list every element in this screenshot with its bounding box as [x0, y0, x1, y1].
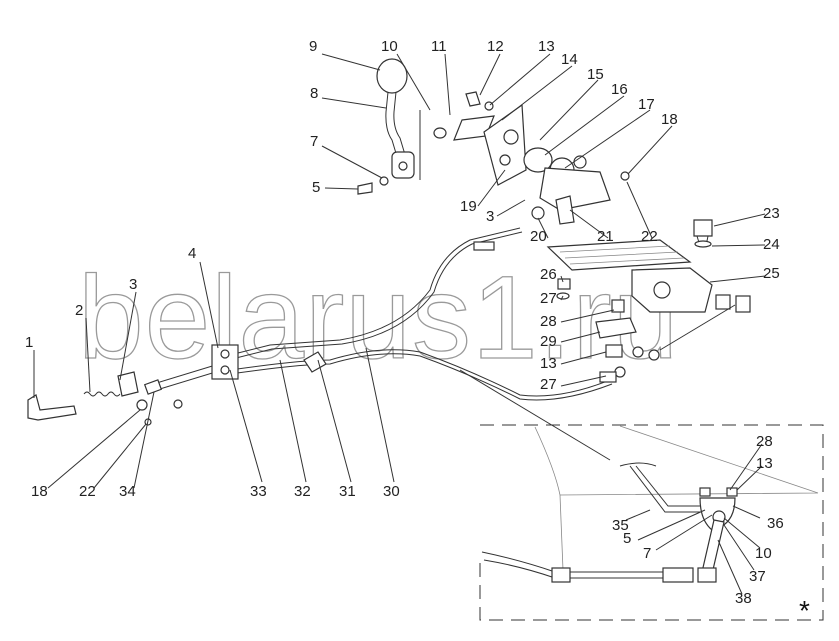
inset-callout-labels: 28 13 35 36 5 7 10 37 38 *	[612, 433, 810, 626]
callout-19: 19	[460, 198, 477, 215]
inset-callout-10: 10	[755, 545, 772, 562]
inset-marker: *	[799, 595, 810, 626]
pedal-bracket	[453, 91, 630, 225]
inset-callout-38: 38	[735, 590, 752, 607]
callout-22: 22	[641, 228, 658, 245]
callout-22b: 22	[79, 483, 96, 500]
callout-23: 23	[763, 205, 780, 222]
callout-13b: 13	[540, 355, 557, 372]
callout-8: 8	[310, 85, 318, 102]
cables	[149, 227, 617, 461]
callout-17: 17	[638, 96, 655, 113]
callout-15: 15	[587, 66, 604, 83]
callout-24: 24	[763, 236, 780, 253]
callout-7: 7	[310, 133, 318, 150]
callout-29: 29	[540, 333, 557, 350]
callout-3b: 3	[129, 276, 137, 293]
callout-27b: 27	[540, 376, 557, 393]
callout-3: 3	[486, 208, 494, 225]
callout-9: 9	[309, 38, 317, 55]
inset-callout-7: 7	[643, 545, 651, 562]
callout-32: 32	[294, 483, 311, 500]
callout-10: 10	[381, 38, 398, 55]
callout-30: 30	[383, 483, 400, 500]
callout-2: 2	[75, 302, 83, 319]
inset-callout-13: 13	[756, 455, 773, 472]
callout-11: 11	[431, 38, 447, 55]
callout-18: 18	[661, 111, 678, 128]
callout-34: 34	[119, 483, 136, 500]
callout-25: 25	[763, 265, 780, 282]
callout-27: 27	[540, 290, 557, 307]
callout-18b: 18	[31, 483, 48, 500]
inset-detail	[479, 424, 824, 621]
inset-callout-35: 35	[612, 517, 629, 534]
callout-12: 12	[487, 38, 504, 55]
callout-28: 28	[540, 313, 557, 330]
callout-labels: 9 10 11 12 13 14 15 16 17 18 8 7 5 19 3 …	[25, 38, 780, 500]
leader-lines	[33, 53, 766, 489]
callout-26: 26	[540, 266, 557, 283]
spring-assembly	[27, 371, 183, 426]
inset-callout-28: 28	[756, 433, 773, 450]
callout-14: 14	[561, 51, 578, 68]
callout-5: 5	[312, 179, 320, 196]
callout-1: 1	[25, 334, 33, 351]
callout-4: 4	[188, 245, 196, 262]
inset-callout-5: 5	[623, 530, 631, 547]
pedal	[546, 219, 751, 378]
callout-13: 13	[538, 38, 555, 55]
callout-20: 20	[530, 228, 547, 245]
callout-33: 33	[250, 483, 267, 500]
inset-callout-37: 37	[749, 568, 766, 585]
inset-callout-36: 36	[767, 515, 784, 532]
gear-lever	[357, 58, 447, 195]
callout-31: 31	[339, 483, 356, 500]
callout-16: 16	[611, 81, 628, 98]
watermark: belarus1.ru	[78, 252, 679, 384]
callout-21: 21	[597, 228, 614, 245]
